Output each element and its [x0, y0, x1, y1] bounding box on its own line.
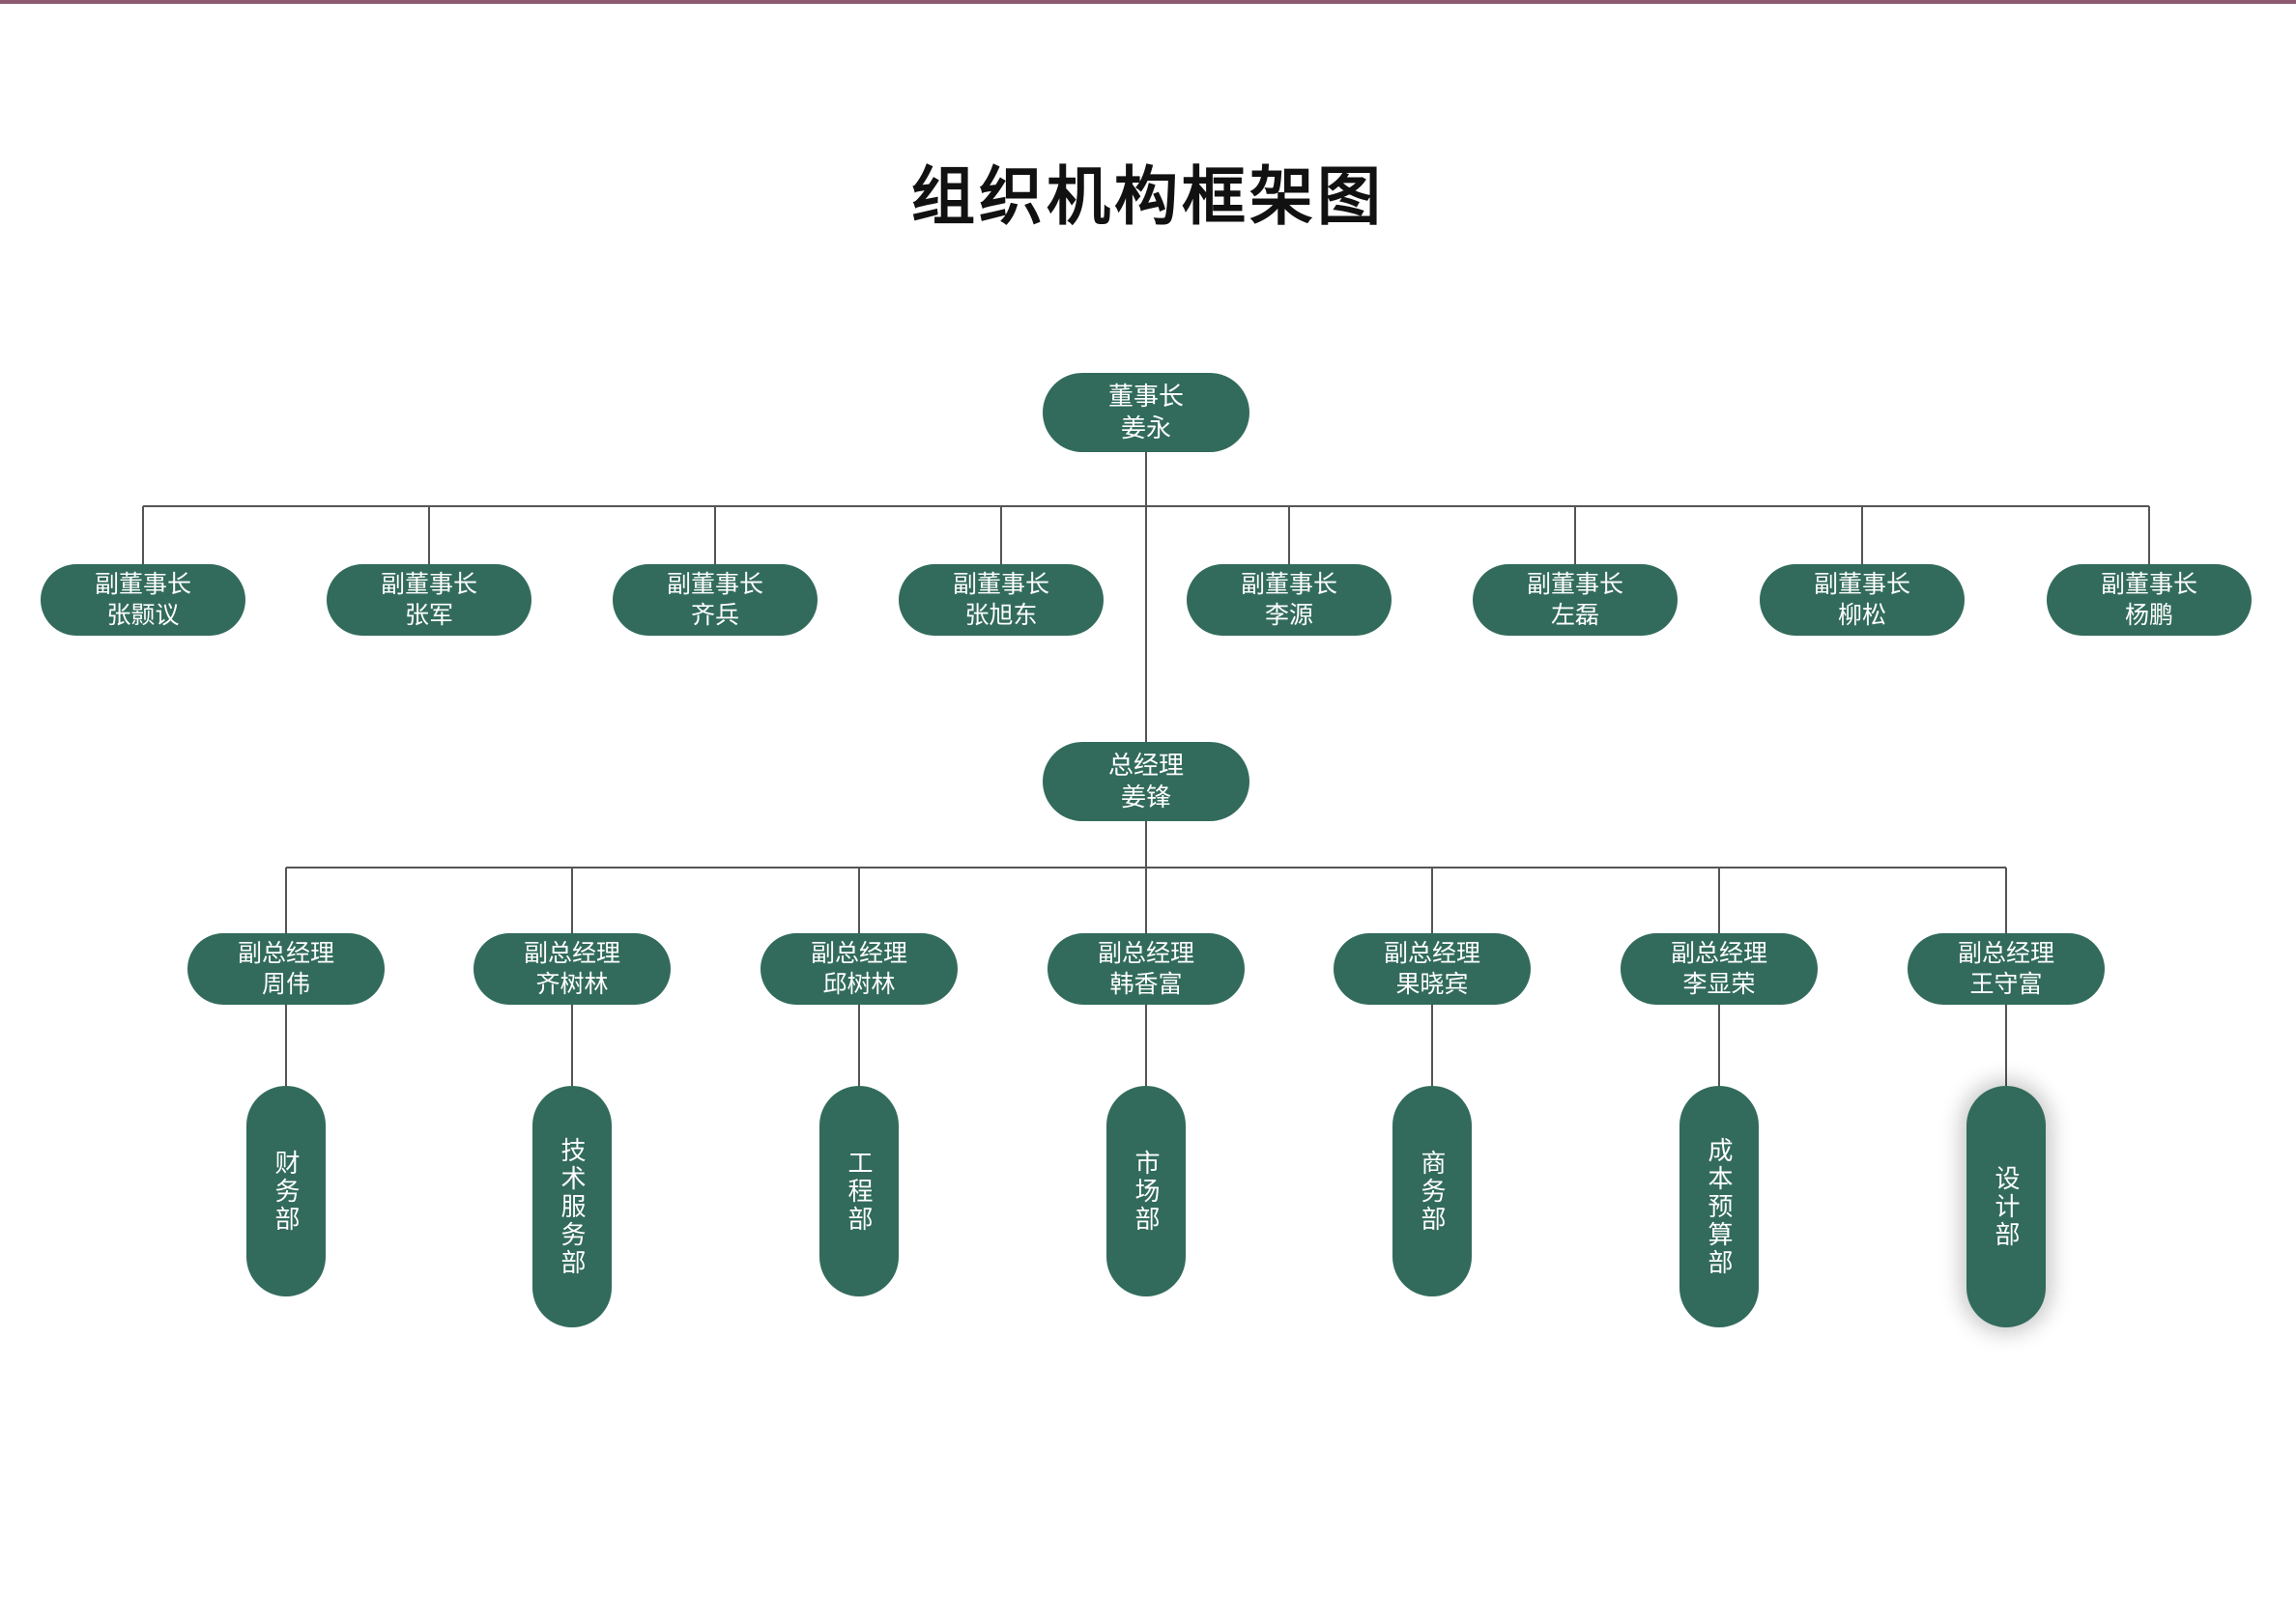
node-vice-chairman-2[interactable]: 副董事长 张军 — [327, 564, 531, 636]
node-title: 副董事长 — [94, 571, 191, 598]
top-accent-rule — [0, 0, 2296, 4]
node-person: 果晓宾 — [1395, 971, 1469, 998]
node-person: 韩香富 — [1109, 971, 1183, 998]
node-vice-chairman-7[interactable]: 副董事长 柳松 — [1760, 564, 1965, 636]
node-title: 市场部 — [1132, 1149, 1161, 1234]
node-title: 副董事长 — [1240, 571, 1337, 598]
node-vice-chairman-1[interactable]: 副董事长 张颢议 — [41, 564, 245, 636]
node-person: 李显荣 — [1682, 971, 1756, 998]
node-person: 杨鹏 — [2124, 602, 2173, 629]
node-deputy-gm-3[interactable]: 副总经理 邱树林 — [761, 933, 958, 1005]
node-title: 副总经理 — [237, 940, 334, 967]
node-vice-chairman-6[interactable]: 副董事长 左磊 — [1473, 564, 1678, 636]
node-department-cost-budget[interactable]: 成本预算部 — [1679, 1086, 1759, 1327]
node-title: 副总经理 — [1670, 940, 1767, 967]
node-person: 王守富 — [1969, 971, 2043, 998]
node-deputy-gm-2[interactable]: 副总经理 齐树林 — [474, 933, 671, 1005]
node-person: 齐兵 — [690, 602, 739, 629]
node-vice-chairman-4[interactable]: 副董事长 张旭东 — [899, 564, 1104, 636]
node-deputy-gm-6[interactable]: 副总经理 李显荣 — [1621, 933, 1818, 1005]
node-deputy-gm-1[interactable]: 副总经理 周伟 — [187, 933, 385, 1005]
node-title: 成本预算部 — [1705, 1136, 1734, 1277]
node-vice-chairman-8[interactable]: 副董事长 杨鹏 — [2047, 564, 2252, 636]
node-title: 副董事长 — [380, 571, 477, 598]
node-title: 副董事长 — [2100, 571, 2197, 598]
node-department-marketing[interactable]: 市场部 — [1106, 1086, 1186, 1296]
node-title: 副总经理 — [523, 940, 620, 967]
node-person: 周伟 — [261, 971, 310, 998]
node-person: 姜锋 — [1120, 783, 1171, 812]
node-title: 副董事长 — [1526, 571, 1623, 598]
node-title: 副总经理 — [810, 940, 907, 967]
node-person: 李源 — [1264, 602, 1313, 629]
node-deputy-gm-7[interactable]: 副总经理 王守富 — [1908, 933, 2105, 1005]
node-person: 姜永 — [1120, 413, 1171, 442]
node-department-finance[interactable]: 财务部 — [246, 1086, 326, 1296]
node-title: 商务部 — [1418, 1149, 1447, 1234]
node-vice-chairman-5[interactable]: 副董事长 李源 — [1187, 564, 1392, 636]
node-title: 副董事长 — [1813, 571, 1910, 598]
node-title: 副总经理 — [1957, 940, 2054, 967]
node-person: 柳松 — [1837, 602, 1886, 629]
node-general-manager[interactable]: 总经理 姜锋 — [1043, 742, 1249, 821]
node-person: 张颢议 — [106, 602, 180, 629]
node-chairman[interactable]: 董事长 姜永 — [1043, 373, 1249, 452]
node-vice-chairman-3[interactable]: 副董事长 齐兵 — [613, 564, 818, 636]
node-title: 副董事长 — [952, 571, 1049, 598]
node-title: 副董事长 — [666, 571, 763, 598]
node-title: 工程部 — [845, 1149, 874, 1234]
node-person: 邱树林 — [822, 971, 896, 998]
node-person: 张军 — [404, 602, 453, 629]
node-title: 董事长 — [1107, 381, 1184, 411]
node-person: 齐树林 — [535, 971, 609, 998]
node-deputy-gm-5[interactable]: 副总经理 果晓宾 — [1334, 933, 1531, 1005]
node-department-technical-service[interactable]: 技术服务部 — [532, 1086, 612, 1327]
node-department-design[interactable]: 设计部 — [1966, 1086, 2046, 1327]
page-title: 组织机构框架图 — [911, 160, 1385, 232]
node-deputy-gm-4[interactable]: 副总经理 韩香富 — [1048, 933, 1245, 1005]
node-department-engineering[interactable]: 工程部 — [819, 1086, 899, 1296]
node-title: 设计部 — [1992, 1164, 2021, 1249]
node-person: 张旭东 — [964, 602, 1038, 629]
node-title: 总经理 — [1107, 750, 1184, 780]
node-title: 副总经理 — [1383, 940, 1480, 967]
node-title: 财务部 — [272, 1149, 301, 1234]
node-person: 左磊 — [1550, 602, 1599, 629]
node-title: 技术服务部 — [558, 1136, 587, 1277]
node-title: 副总经理 — [1097, 940, 1194, 967]
node-department-business[interactable]: 商务部 — [1392, 1086, 1472, 1296]
